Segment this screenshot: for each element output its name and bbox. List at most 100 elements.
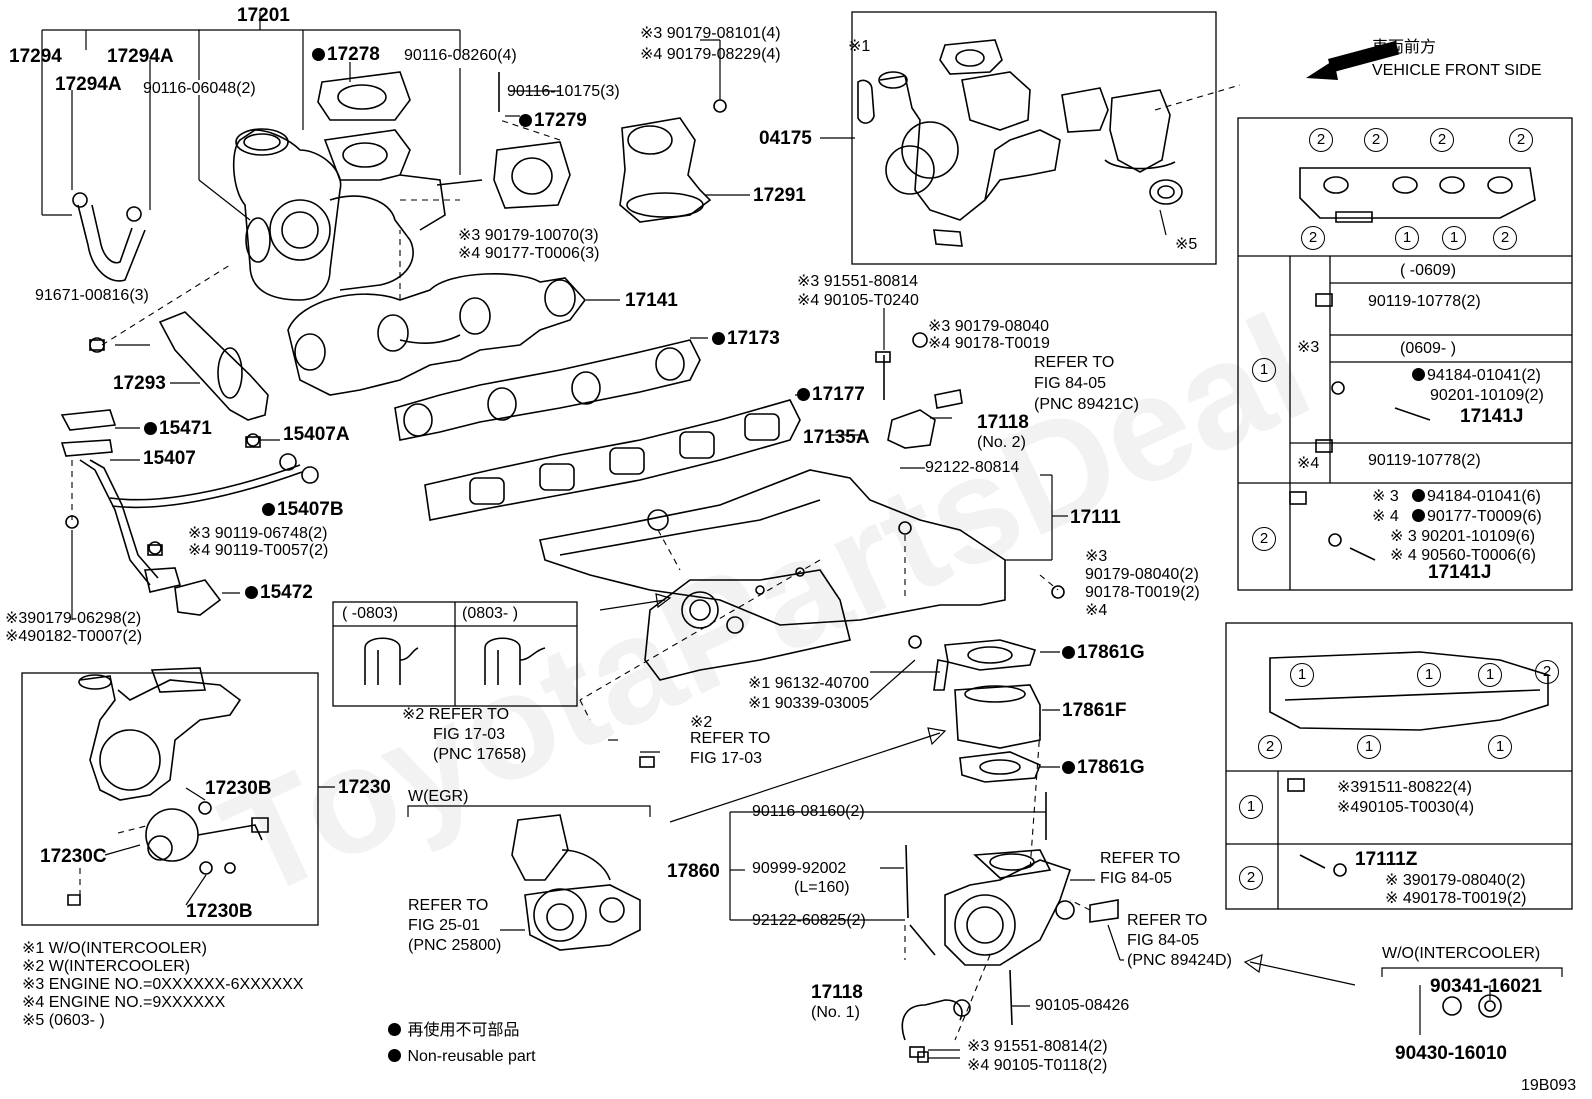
label-90341: 90341-16021 <box>1430 976 1542 997</box>
label-90116-08160: 90116-08160(2) <box>752 803 865 820</box>
intake-marker-1: 1 <box>1417 663 1441 687</box>
refer-84-05-c-1[interactable]: REFER TO <box>1127 912 1208 929</box>
table1-row2-d: ※ 4 90560-T0006(6) <box>1390 547 1536 564</box>
table1-s4-val: 90119-10778(2) <box>1368 452 1481 469</box>
sketch-marker-2: 2 <box>1493 226 1517 250</box>
label-90178-t0019-b: 90178-T0019(2) <box>1085 584 1200 601</box>
label-17177-text: 17177 <box>812 384 865 405</box>
label-15471-text: 15471 <box>159 418 212 439</box>
refer-17-03-a-3[interactable]: (PNC 17658) <box>433 746 527 763</box>
refer-84-05-c-3[interactable]: (PNC 89424D) <box>1127 952 1232 969</box>
legend-note-4: ※4 ENGINE NO.=9XXXXXX <box>22 994 226 1011</box>
nonreusable-dot <box>797 388 810 401</box>
manifold-sketch <box>1299 167 1536 219</box>
label-90179-10070-text: ※3 90179-10070(3) <box>458 227 599 244</box>
intake-marker-1: 1 <box>1478 663 1502 687</box>
bolts <box>89 293 1431 1058</box>
refer-17-03-a-2[interactable]: FIG 17-03 <box>433 726 506 743</box>
label-15472: 15472 <box>245 582 313 603</box>
refer-17-03-a-1[interactable]: ※2 REFER TO <box>402 706 510 723</box>
label-90179-06298: ※390179-06298(2) <box>5 610 142 627</box>
table1-row2-c: ※ 3 90201-10109(6) <box>1390 528 1536 545</box>
label-17230b-1: 17230B <box>205 778 272 799</box>
table1-row2-b2-text: 90177-T0009(6) <box>1427 508 1542 525</box>
legend-nonreusable-jp: 再使用不可部品 <box>388 1022 519 1039</box>
nonreusable-dot <box>1062 761 1075 774</box>
table2-r2a: 17111Z <box>1355 849 1418 870</box>
refer-17-03-b-2[interactable]: REFER TO <box>690 730 771 747</box>
nonreusable-dot <box>312 48 325 61</box>
legend-jp-text: 再使用不可部品 <box>407 1022 520 1039</box>
actuator-17230c <box>145 808 199 862</box>
label-90105-t0240: ※4 90105-T0240 <box>797 292 919 309</box>
label-17177: 17177 <box>797 384 865 405</box>
turbo-assembly-04175 <box>857 39 1183 247</box>
label-17294a: 17294A <box>107 46 174 67</box>
intake-marker-1: 1 <box>1357 735 1381 759</box>
sketch-marker-2: 2 <box>1430 128 1454 152</box>
sketch-marker-2: 2 <box>1301 226 1325 250</box>
label-04175: 04175 <box>759 128 812 149</box>
label-90177-t0006-text: ※4 90177-T0006(3) <box>458 245 600 262</box>
label-90105-08426: 90105-08426 <box>1035 997 1130 1014</box>
table1-row2-e: 17141J <box>1428 562 1492 583</box>
label-17279-text: 17279 <box>534 110 587 131</box>
turbo-17230-box <box>21 672 319 926</box>
front-label-en: VEHICLE FRONT SIDE <box>1372 62 1542 79</box>
variant-a: ( -0803) <box>342 605 399 622</box>
refer-84-05-c-2[interactable]: FIG 84-05 <box>1127 932 1200 949</box>
gasket-17861g-bottom <box>959 751 1042 783</box>
label-s4-intake: ※4 <box>1085 602 1108 619</box>
legend-note-1: ※1 W/O(INTERCOOLER) <box>22 940 207 957</box>
label-17173: 17173 <box>712 328 780 349</box>
bracket-17293 <box>158 311 269 421</box>
label-15407b: 15407B <box>262 499 344 520</box>
refer-84-05-a-3[interactable]: (PNC 89421C) <box>1034 396 1139 413</box>
refer-84-05-b-2[interactable]: FIG 84-05 <box>1100 870 1173 887</box>
refer-84-05-a-1[interactable]: REFER TO <box>1034 354 1115 371</box>
legend-note-3: ※3 ENGINE NO.=0XXXXXX-6XXXXXX <box>22 976 304 993</box>
label-15471: 15471 <box>144 418 212 439</box>
refer-25-01-3[interactable]: (PNC 25800) <box>408 937 502 954</box>
refer-84-05-a-2[interactable]: FIG 84-05 <box>1034 375 1107 392</box>
table1-row2-a2: 94184-01041(6) <box>1412 488 1541 505</box>
label-17860: 17860 <box>667 861 720 882</box>
label-17861f: 17861F <box>1062 700 1127 721</box>
table2-row-2: 2 <box>1239 866 1263 890</box>
gasket-15472 <box>174 579 222 616</box>
nonreusable-dot <box>1412 489 1425 502</box>
intake-marker-2: 2 <box>1258 735 1282 759</box>
label-17294: 17294 <box>9 46 62 67</box>
sketch-marker-2: 2 <box>1364 128 1388 152</box>
label-92122-60825: 92122-60825(2) <box>752 912 866 929</box>
refer-25-01-1[interactable]: REFER TO <box>408 897 489 914</box>
nonreusable-dot <box>1412 368 1425 381</box>
sketch-marker-2: 2 <box>1509 128 1533 152</box>
label-wo-intercooler: W/O(INTERCOOLER) <box>1382 945 1541 962</box>
table1-a1: 90119-10778(2) <box>1368 293 1481 310</box>
label-15407: 15407 <box>143 448 196 469</box>
legend-notes: ※1 W/O(INTERCOOLER) ※2 W(INTERCOOLER) ※3… <box>22 940 304 1030</box>
intake-table-box <box>1225 622 1573 910</box>
label-17861g-2: 17861G <box>1062 757 1145 778</box>
legend-nonreusable-en: Non-reusable part <box>388 1048 536 1065</box>
intake-marker-1: 1 <box>1488 735 1512 759</box>
front-label-jp: 車両前方 <box>1372 39 1437 56</box>
label-17291: 17291 <box>753 185 806 206</box>
label-90430: 90430-16010 <box>1395 1043 1507 1064</box>
label-17861g-1: 17861G <box>1062 642 1145 663</box>
variant-b: (0803- ) <box>462 605 519 622</box>
table1-row2-a: ※ 3 <box>1372 488 1399 505</box>
label-91551-80814-b: ※3 91551-80814(2) <box>967 1038 1108 1055</box>
exhaust-manifold-17141 <box>287 273 587 396</box>
turbo-detail-box <box>851 11 1217 265</box>
refer-17-03-b-3[interactable]: FIG 17-03 <box>690 750 763 767</box>
label-17118-no1: 17118 <box>811 982 863 1003</box>
diagram-code: 19B093 <box>1521 1077 1577 1094</box>
sketch-marker-1: 1 <box>1442 226 1466 250</box>
refer-84-05-b-1[interactable]: REFER TO <box>1100 850 1181 867</box>
gasket-17279 <box>493 141 571 209</box>
refer-25-01-2[interactable]: FIG 25-01 <box>408 917 481 934</box>
table1-row-1: 1 <box>1252 358 1276 382</box>
